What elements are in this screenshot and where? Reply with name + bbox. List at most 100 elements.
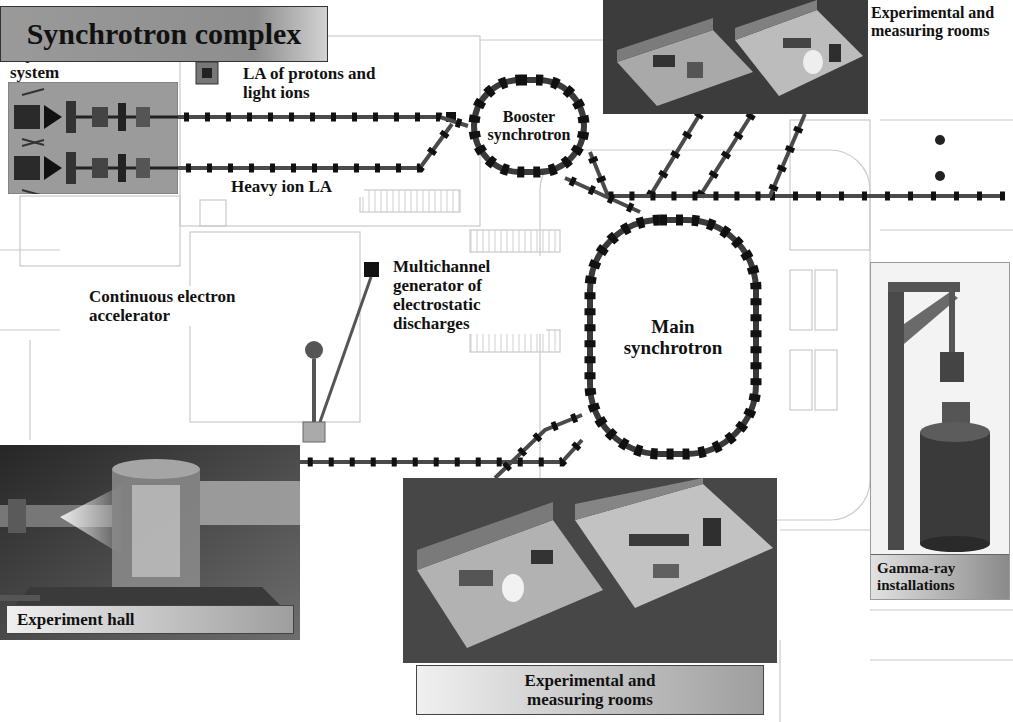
- layout-shape: [200, 200, 226, 226]
- illustration-shape: [871, 263, 1010, 600]
- illustration-shape: [92, 158, 108, 178]
- layout-shape: [935, 135, 945, 145]
- layout-shape: [815, 270, 837, 330]
- illustration-shape: [783, 38, 811, 48]
- magnet-marks: [178, 117, 468, 126]
- illustration-shape: [417, 520, 603, 648]
- layout-shape: [790, 270, 812, 330]
- node-illustration: [403, 478, 777, 663]
- layout-shape: [790, 120, 870, 250]
- illustration-shape: [653, 55, 675, 67]
- magnet-marks: [495, 415, 582, 478]
- illustration-shape: [803, 50, 823, 74]
- layout-shape: [0, 250, 1013, 722]
- beamline-group: [495, 415, 582, 478]
- layout-shape: [190, 232, 360, 422]
- layout-shape: [470, 230, 560, 252]
- illustration-shape: [0, 595, 40, 601]
- beamline: [300, 440, 582, 462]
- illustration-shape: [949, 292, 955, 354]
- illustration-shape: [403, 478, 777, 663]
- layout-shape: [303, 422, 325, 442]
- layout-shape: [360, 190, 460, 212]
- illustration-shape: [118, 103, 126, 131]
- layout-shape: [650, 114, 1005, 196]
- layout-shape: [305, 341, 323, 359]
- layout-shape: [650, 114, 1005, 196]
- illustration-shape: [200, 481, 300, 525]
- illustration-shape: [417, 502, 553, 570]
- injection-system: Injection system: [8, 44, 178, 194]
- experimental-rooms-panel: Experimental and measuring rooms: [403, 478, 777, 720]
- magnet-marks: [474, 80, 584, 172]
- illustration-shape: [653, 564, 679, 578]
- layout-shape: [312, 359, 316, 422]
- illustration-shape: [888, 282, 960, 292]
- illustration-shape: [829, 44, 841, 62]
- illustration-shape: [575, 478, 703, 520]
- illustration-shape: [459, 570, 493, 586]
- floor-plan-walls: [0, 36, 1013, 722]
- illustration-shape: [136, 158, 150, 178]
- illustration-shape: [0, 445, 300, 640]
- beamline: [565, 178, 640, 212]
- illustration-shape: [687, 62, 703, 78]
- node-label: Experiment hall: [17, 610, 277, 629]
- beamline-group: [300, 440, 582, 462]
- illustration-shape: [920, 432, 990, 544]
- beamline: [178, 117, 468, 126]
- layout-shape: [196, 62, 218, 84]
- beamline-group: [565, 178, 640, 212]
- label-band: Experimental and measuring rooms: [416, 665, 764, 715]
- illustration-shape: [132, 485, 180, 577]
- accelerator-label: Continuous electron accelerator: [86, 286, 272, 326]
- illustration-shape: [136, 107, 150, 127]
- layout-shape: [20, 196, 180, 266]
- experimental-rooms-panel: Experimental and measuring rooms: [603, 0, 1010, 114]
- illustration-shape: [703, 518, 721, 546]
- layout-shape: [186, 124, 452, 168]
- label-band: Main synchrotron: [582, 212, 764, 462]
- illustration-shape: [920, 536, 990, 552]
- layout-shape: [790, 350, 812, 410]
- illustration-shape: [888, 282, 904, 550]
- illustration-shape: [22, 89, 44, 145]
- illustration-shape: [92, 107, 108, 127]
- illustration-shape: [590, 220, 756, 454]
- illustration-shape: [76, 116, 178, 119]
- illustration-shape: [531, 550, 553, 564]
- layout-shape: [178, 124, 452, 168]
- layout-shape: [935, 171, 945, 181]
- booster-ring: Booster synchrotron: [468, 74, 590, 178]
- illustration-shape: [502, 574, 524, 602]
- beamline: [590, 114, 805, 196]
- node-label: Main synchrotron: [608, 316, 738, 359]
- title-box: Synchrotron complex: [0, 6, 328, 62]
- magnet-marks: [565, 178, 640, 212]
- discharge-generator: [303, 262, 379, 442]
- label-band: Booster synchrotron: [468, 74, 590, 178]
- node-illustration: [603, 0, 868, 114]
- layout-shape: [180, 36, 480, 226]
- illustration-shape: [920, 422, 990, 442]
- magnet-marks: [300, 440, 582, 462]
- experiment-hall-panel: Experiment hall: [0, 445, 300, 640]
- node-illustration: [870, 262, 1010, 600]
- illustration-shape: [66, 152, 76, 184]
- illustration-shape: [76, 167, 178, 170]
- illustration-shape: [66, 101, 76, 133]
- illustration-shape: [44, 105, 62, 129]
- main-ring: Main synchrotron: [582, 212, 764, 462]
- illustration-shape: [629, 534, 689, 546]
- layout-shape: [320, 277, 371, 422]
- label-band: Experiment hall: [6, 605, 294, 634]
- magnet-marks: [590, 220, 756, 454]
- diagram-title: Synchrotron complex: [27, 17, 302, 51]
- layout-shape: [815, 350, 837, 410]
- node-label: Booster synchrotron: [479, 108, 579, 144]
- illustration-shape: [735, 0, 817, 40]
- illustration-shape: [8, 499, 26, 533]
- illustration-shape: [118, 154, 126, 182]
- generator-label: Multichannel generator of electrostatic …: [390, 256, 546, 334]
